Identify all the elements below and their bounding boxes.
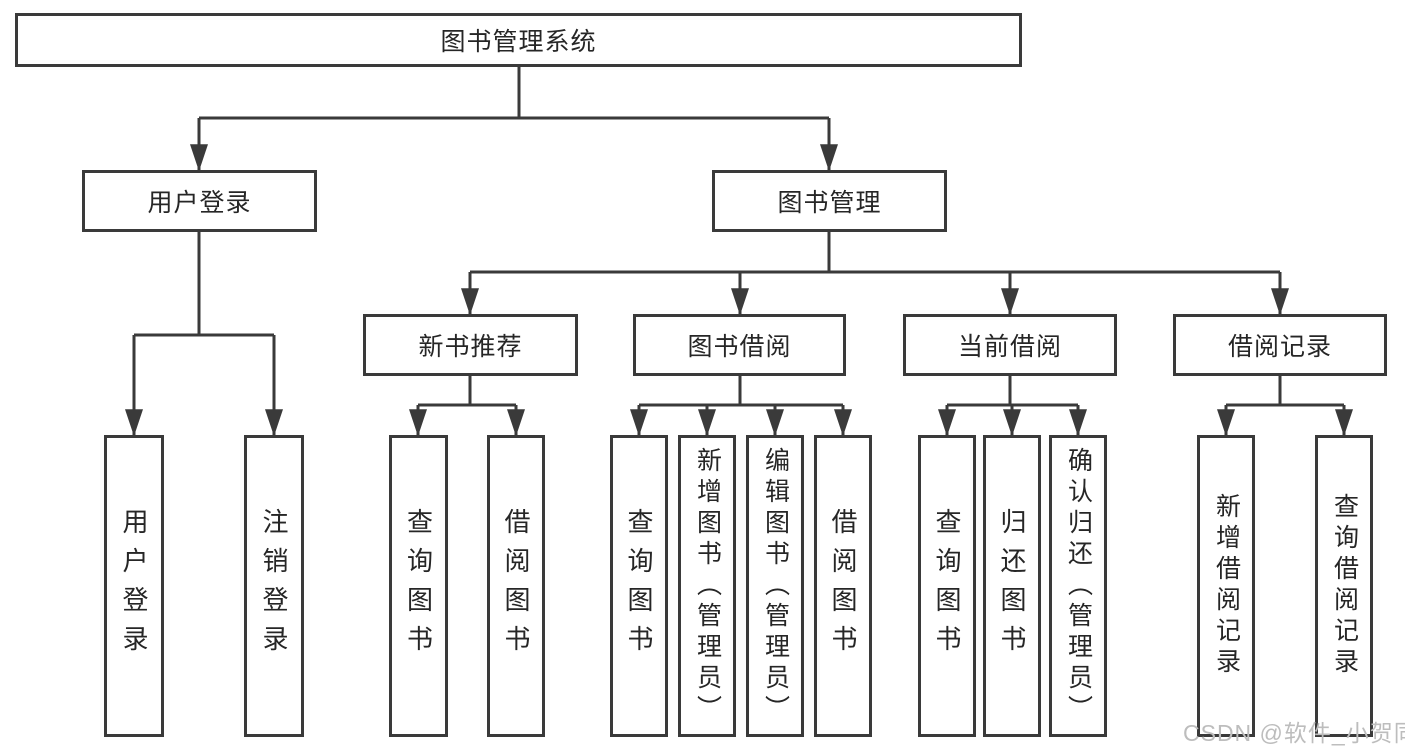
node-edit-books-admin: 编辑图书（管理员）	[746, 435, 804, 737]
node-borrow-books-recommend-label: 借阅图书	[501, 508, 531, 664]
node-borrow-books-borrowing-label: 借阅图书	[828, 508, 858, 664]
node-query-books-recommend-label: 查询图书	[403, 508, 434, 664]
node-book-management: 图书管理	[712, 170, 947, 232]
node-user-login: 用户登录	[82, 170, 317, 232]
node-query-borrow-record: 查询借阅记录	[1315, 435, 1373, 737]
node-query-books-borrowing-label: 查询图书	[624, 508, 654, 664]
node-current-borrowing: 当前借阅	[903, 314, 1117, 376]
node-query-books-current: 查询图书	[918, 435, 976, 737]
csdn-watermark: CSDN @软件_小贺同学	[1183, 720, 1405, 746]
node-add-borrow-record: 新增借阅记录	[1197, 435, 1255, 737]
node-current-borrowing-label: 当前借阅	[957, 333, 1062, 361]
node-leaf-user-login: 用户登录	[104, 435, 164, 737]
node-leaf-logout: 注销登录	[244, 435, 304, 737]
node-new-book-recommend: 新书推荐	[363, 314, 578, 376]
node-leaf-user-login-label: 用户登录	[119, 508, 149, 664]
node-book-borrowing-label: 图书借阅	[687, 333, 792, 361]
node-add-books-admin-label: 新增图书（管理员）	[693, 446, 722, 726]
node-borrow-records-label: 借阅记录	[1227, 333, 1332, 361]
node-new-book-recommend-label: 新书推荐	[418, 333, 523, 361]
node-add-books-admin: 新增图书（管理员）	[678, 435, 736, 737]
node-query-books-current-label: 查询图书	[932, 508, 962, 664]
node-confirm-return-admin: 确认归还（管理员）	[1049, 435, 1107, 737]
node-query-books-borrowing: 查询图书	[610, 435, 668, 737]
node-add-borrow-record-label: 新增借阅记录	[1212, 493, 1241, 679]
node-borrow-books-borrowing: 借阅图书	[814, 435, 872, 737]
node-borrow-records: 借阅记录	[1173, 314, 1387, 376]
node-root: 图书管理系统	[15, 13, 1022, 67]
node-query-books-recommend: 查询图书	[389, 435, 448, 737]
node-edit-books-admin-label: 编辑图书（管理员）	[761, 446, 790, 726]
node-query-borrow-record-label: 查询借阅记录	[1330, 493, 1359, 679]
node-book-management-label: 图书管理	[777, 189, 882, 217]
node-user-login-label: 用户登录	[147, 189, 252, 217]
node-book-borrowing: 图书借阅	[633, 314, 846, 376]
node-leaf-logout-label: 注销登录	[259, 508, 289, 664]
node-confirm-return-admin-label: 确认归还（管理员）	[1064, 446, 1093, 726]
node-return-books-label: 归还图书	[997, 508, 1027, 664]
node-return-books: 归还图书	[983, 435, 1041, 737]
node-borrow-books-recommend: 借阅图书	[487, 435, 545, 737]
node-root-label: 图书管理系统	[440, 28, 597, 56]
connector-group	[125, 67, 1353, 437]
